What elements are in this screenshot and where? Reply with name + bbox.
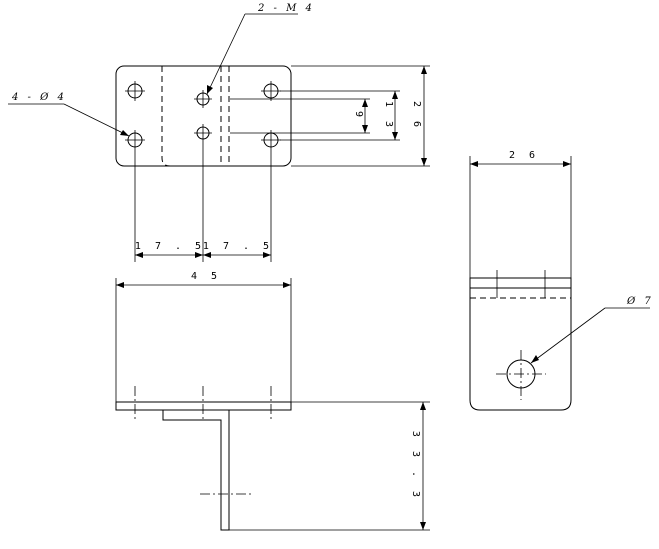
dim-height: 3 3 . 3	[410, 431, 421, 501]
leaders: 2 - M 4 4 - Ø 4	[8, 3, 315, 137]
top-view	[115, 65, 292, 167]
dim-hole-span: 1 3	[383, 101, 394, 131]
dim-side-width: 2 6	[509, 150, 539, 161]
front-vertical-leg	[162, 410, 230, 531]
side-view: 2 6 Ø 7	[469, 150, 654, 411]
top-plate-outline	[115, 65, 292, 167]
tapped-holes-label: 2 - M 4	[257, 3, 315, 14]
dim-tapped-spacing: 9	[353, 111, 364, 121]
top-view-dimensions: 9 1 3 2 6 1 7 . 5 1 7 . 5	[134, 65, 430, 262]
dim-overall-width: 2 6	[411, 101, 422, 131]
dim-hole-pitch-right: 1 7 . 5	[203, 241, 273, 252]
hidden-bend-left	[161, 66, 171, 167]
front-plate	[115, 401, 292, 411]
front-view: 4 5 3 3 . 3	[115, 271, 430, 531]
dim-hole-pitch-left: 1 7 . 5	[135, 241, 205, 252]
center-marks	[125, 81, 281, 150]
side-hole-label: Ø 7	[626, 296, 654, 307]
side-outline	[469, 277, 572, 411]
dim-overall-length: 4 5	[191, 271, 221, 282]
mounting-holes-label: 4 - Ø 4	[11, 92, 67, 103]
